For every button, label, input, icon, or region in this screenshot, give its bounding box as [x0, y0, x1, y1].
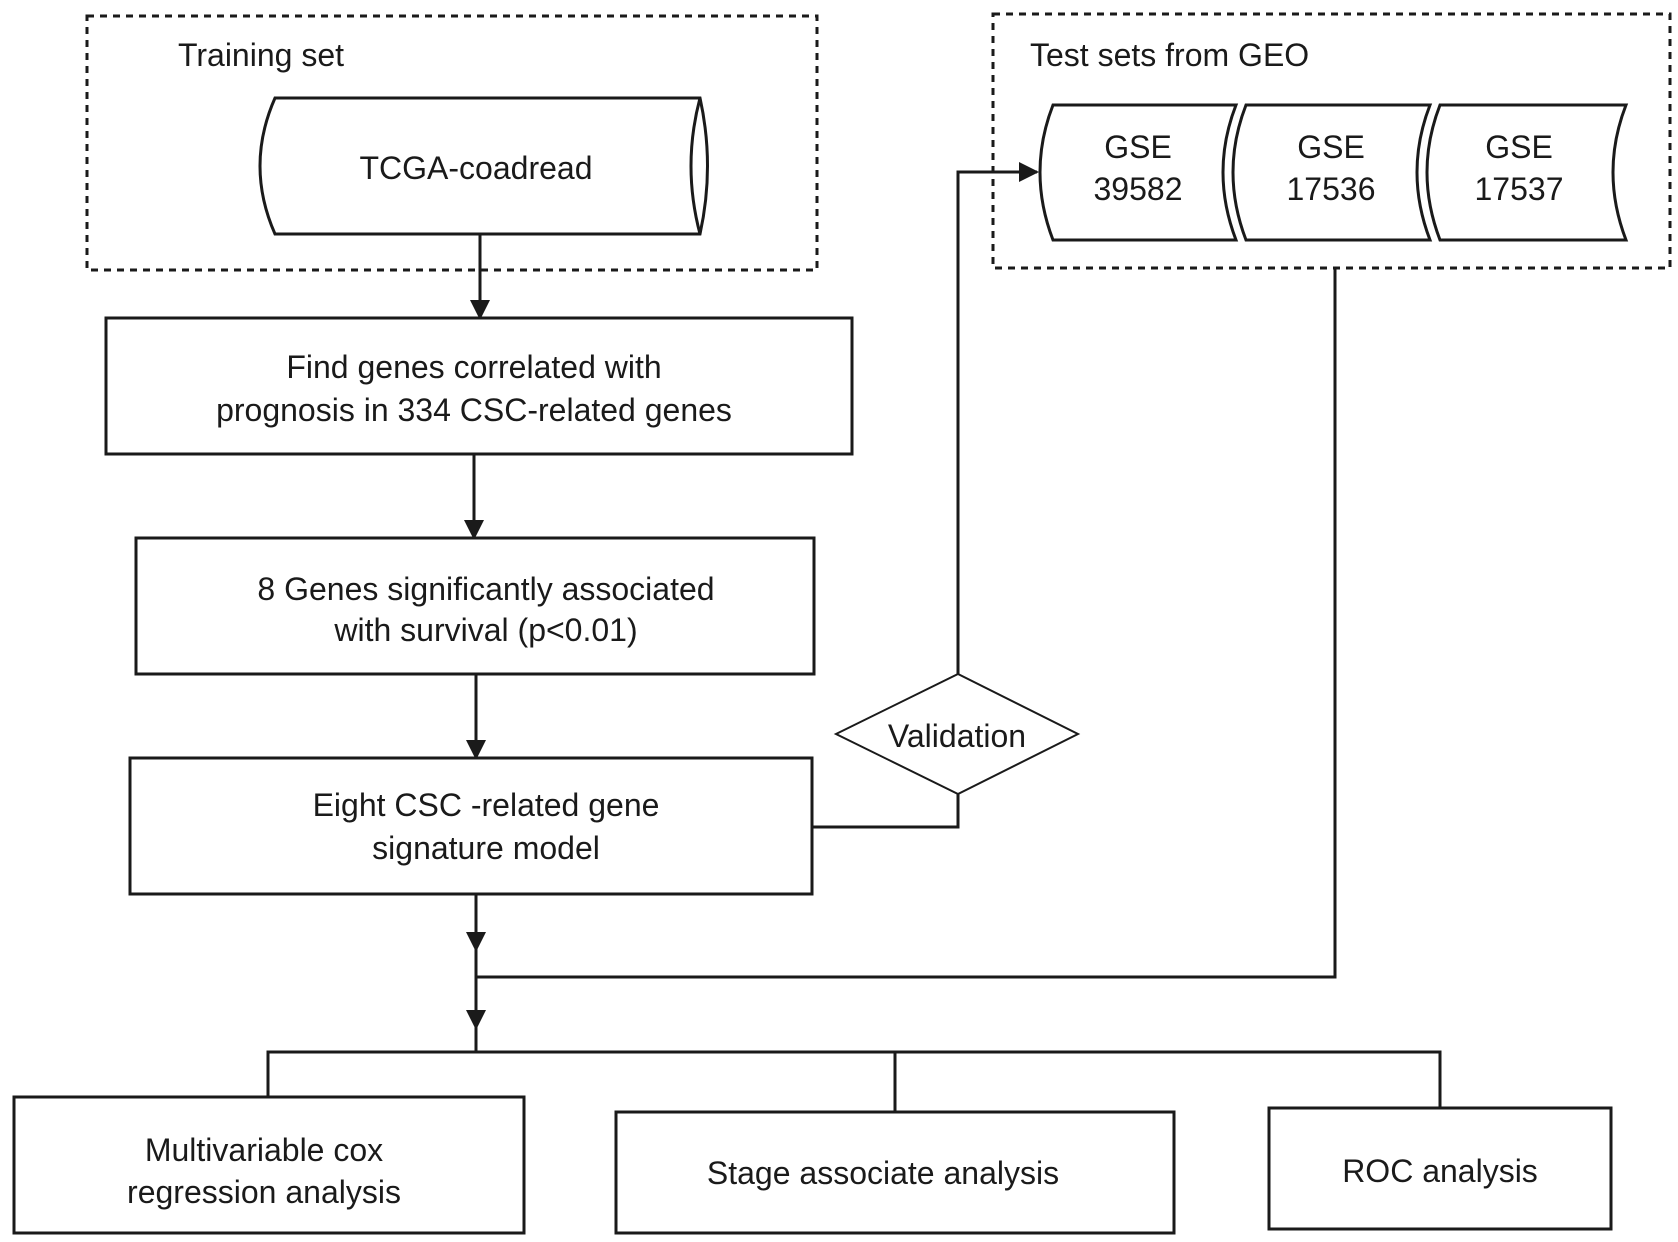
signature-model-line1: Eight CSC -related gene — [313, 787, 660, 823]
eight-genes-line2: with survival (p<0.01) — [333, 612, 637, 648]
multivariable-cox-line1: Multivariable cox — [145, 1132, 383, 1168]
test-sets-group — [991, 12, 1672, 270]
split-branches — [266, 1050, 1442, 1108]
geo-set-39582-line2: 39582 — [1094, 171, 1183, 207]
validation-label: Validation — [888, 718, 1026, 754]
test-sets-to-analyses-connector — [476, 268, 1337, 979]
multivariable-cox-box: Multivariable cox regression analysis — [12, 1095, 526, 1235]
geo-set-17537-line2: 17537 — [1475, 171, 1564, 207]
training-set-label: Training set — [178, 37, 344, 73]
stage-associate-label: Stage associate analysis — [707, 1155, 1059, 1191]
find-genes-line1: Find genes correlated with — [286, 349, 661, 385]
find-genes-box: Find genes correlated with prognosis in … — [104, 316, 854, 456]
multivariable-cox-line2: regression analysis — [127, 1174, 401, 1210]
geo-set-17536-line2: 17536 — [1287, 171, 1376, 207]
geo-set-17537-line1: GSE — [1485, 129, 1553, 165]
training-set-group — [85, 14, 819, 272]
eight-genes-line1: 8 Genes significantly associated — [257, 571, 714, 607]
roc-analysis-label: ROC analysis — [1342, 1153, 1538, 1189]
stage-associate-box: Stage associate analysis — [614, 1110, 1176, 1235]
geo-set-39582: GSE 39582 — [1038, 103, 1239, 242]
find-genes-line2: prognosis in 334 CSC-related genes — [216, 392, 732, 428]
validation-connector-upper — [956, 162, 1039, 674]
roc-analysis-box: ROC analysis — [1267, 1106, 1613, 1231]
validation-connector-lower — [812, 794, 960, 829]
eight-genes-box: 8 Genes significantly associated with su… — [134, 536, 816, 676]
tcga-coadread-label: TCGA-coadread — [360, 150, 593, 186]
signature-model-box: Eight CSC -related gene signature model — [128, 756, 814, 896]
geo-set-17537: GSE 17537 — [1425, 103, 1629, 242]
signature-model-line2: signature model — [372, 830, 600, 866]
geo-set-17536: GSE 17536 — [1231, 103, 1433, 242]
geo-set-17536-line1: GSE — [1297, 129, 1365, 165]
validation-diamond — [833, 672, 1081, 796]
geo-set-39582-line1: GSE — [1104, 129, 1172, 165]
tcga-coadread-database: TCGA-coadread — [258, 96, 709, 236]
test-sets-label: Test sets from GEO — [1030, 37, 1309, 73]
